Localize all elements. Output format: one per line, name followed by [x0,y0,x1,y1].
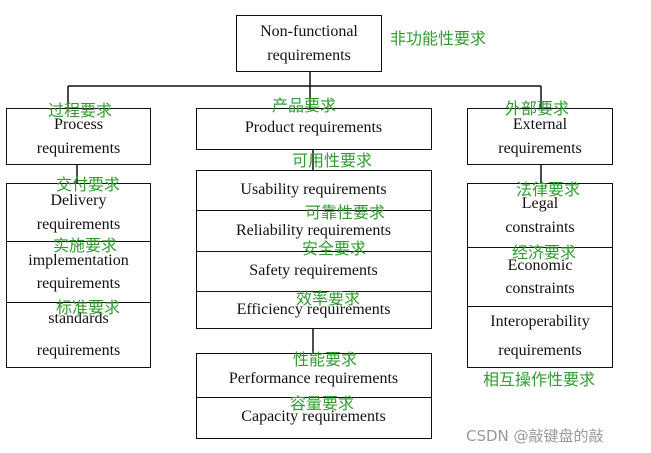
process-item-divider [7,302,150,303]
product-item-divider [197,210,431,211]
watermark: CSDN @敲键盘的敲 [466,427,604,445]
product-item-safety-cn-label: 安全要求 [302,239,367,258]
product-item-divider [197,291,431,292]
process-item-implementation-cn-label: 实施要求 [53,236,118,255]
external-item-interoperability-cn-label: 相互操作性要求 [483,370,596,389]
root-node: Non-functional requirements [236,15,382,72]
process-header: Process requirements [6,108,151,165]
external-header-cn-label: 外部要求 [505,99,570,118]
process-header-cn-label: 过程要求 [48,101,113,120]
product-header: Product requirements [196,108,432,150]
product-item-usability-cn-label: 可用性要求 [292,151,373,170]
external-item-legal-cn-label: 法律要求 [516,180,581,199]
process-item-standards-cn-label: 标准要求 [56,298,121,317]
process-item-divider [7,241,150,242]
root-node-cn-label: 非功能性要求 [390,29,487,48]
product-item-safety: Safety requirements [249,262,378,280]
external-header: External requirements [467,108,613,165]
external-item-divider [468,247,612,248]
product-header-cn-label: 产品要求 [272,96,337,115]
external-item-interoperability: Interoperability requirements [490,313,590,359]
product-item-reliability-cn-label: 可靠性要求 [305,203,386,222]
product-items-box: Usability requirements Reliability requi… [196,170,432,329]
product-subitem-capacity: Capacity requirements [241,408,386,426]
product-item-efficiency: Efficiency requirements [236,300,391,318]
product-item-divider [197,251,431,252]
process-item-delivery: Delivery requirements [36,192,121,233]
product-header-label: Product requirements [244,119,383,137]
root-node-label: Non-functional requirements [260,23,358,64]
product-subitem-divider [197,397,431,398]
product-subitem-performance-cn-label: 性能要求 [293,350,358,369]
process-items-box: Delivery requirements implementation req… [6,183,151,368]
external-items-box: Legal constraints Economic constraints I… [467,183,613,368]
process-header-label: Process requirements [36,116,121,157]
external-item-economic-cn-label: 经济要求 [512,243,577,262]
external-item-economic: Economic constraints [505,256,575,297]
external-item-legal: Legal constraints [505,195,575,236]
product-item-efficiency-cn-label: 效率要求 [296,289,361,308]
product-item-usability: Usability requirements [240,181,387,199]
external-header-label: External requirements [498,116,582,157]
process-item-standards: standards requirements [36,310,121,359]
external-item-divider [468,306,612,307]
process-item-delivery-cn-label: 交付要求 [56,175,121,194]
process-item-implementation: implementation requirements [28,251,129,292]
product-subitems-box: Performance requirements Capacity requir… [196,353,432,439]
product-subitem-capacity-cn-label: 容量要求 [290,394,355,413]
product-subitem-performance: Performance requirements [228,370,399,388]
product-item-reliability: Reliability requirements [235,222,392,240]
